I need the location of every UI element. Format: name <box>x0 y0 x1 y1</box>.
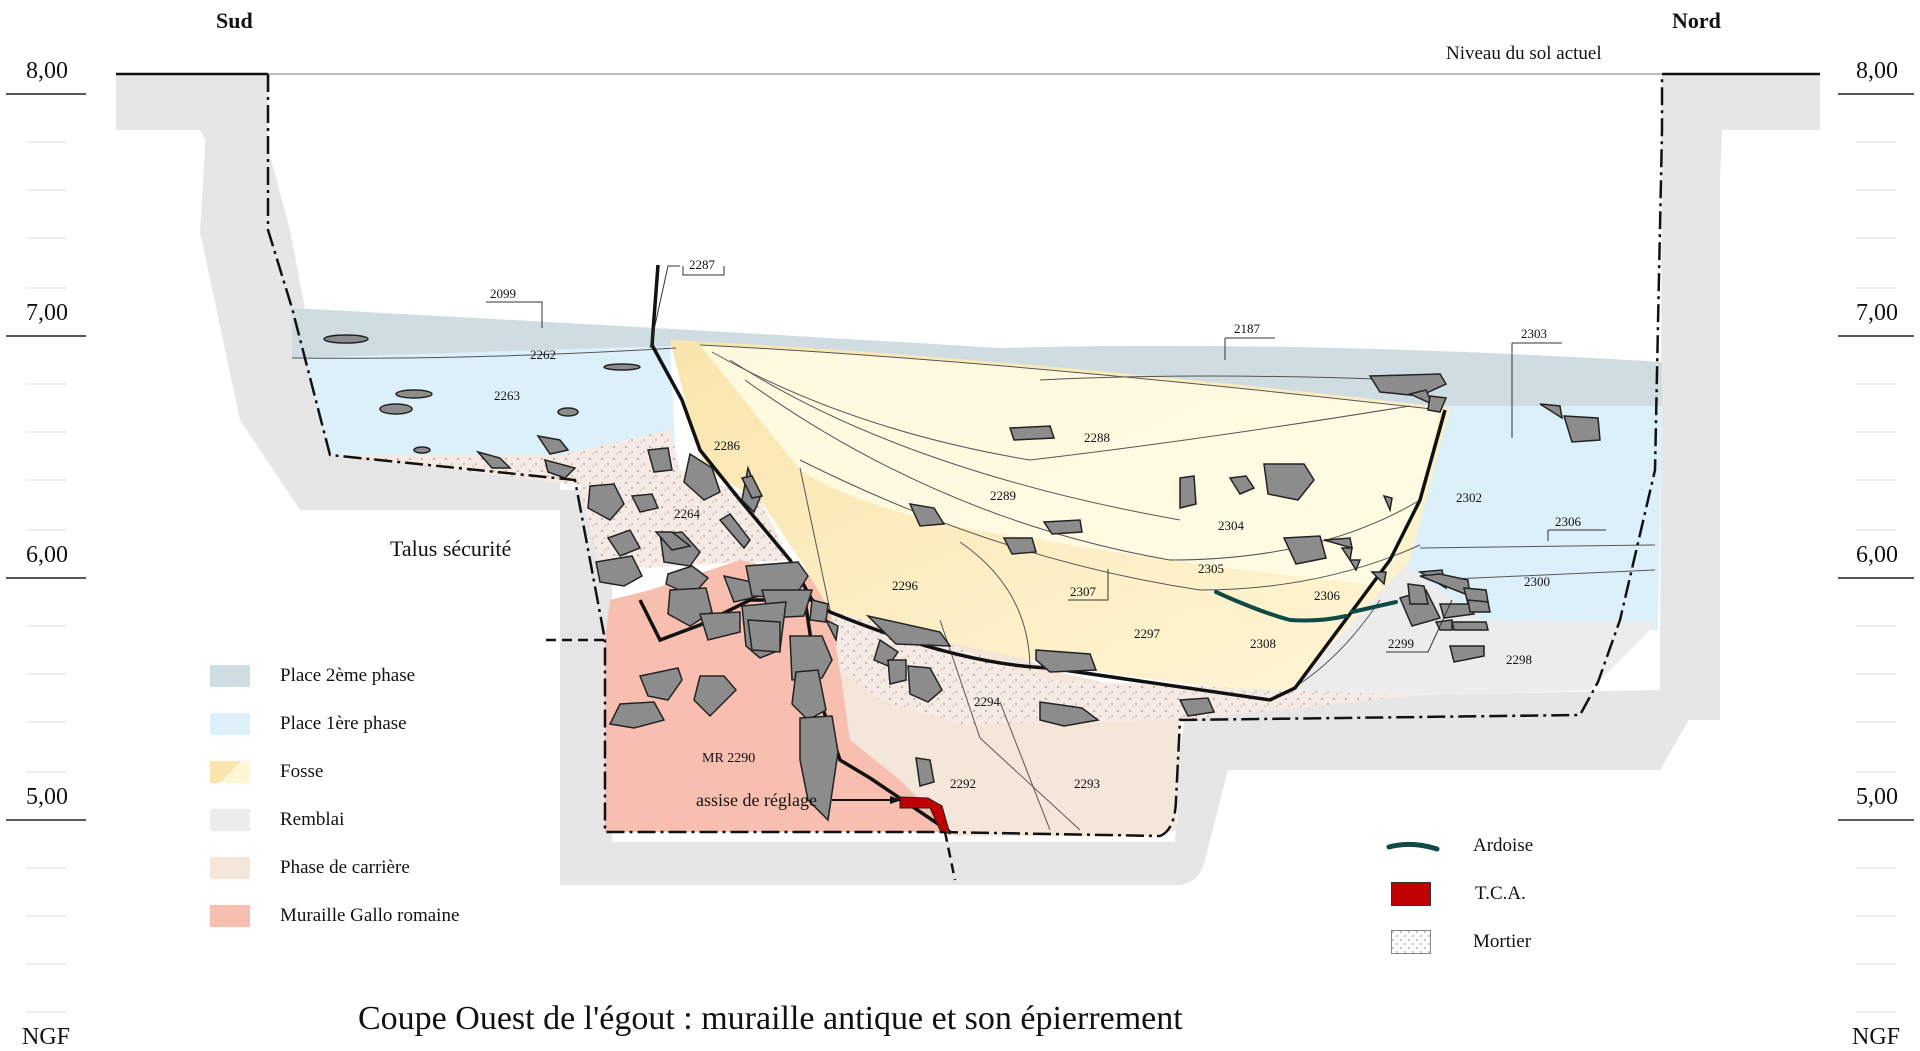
us-label: 2302 <box>1456 490 1482 505</box>
us-label: 2308 <box>1250 636 1276 651</box>
us-label: 2099 <box>490 286 516 301</box>
strata-lines <box>291 344 1656 831</box>
scale-right-7: 7,00 <box>1856 300 1898 326</box>
scale-left-7: 7,00 <box>26 300 68 326</box>
legend-swatch <box>210 761 250 783</box>
us-label: assise de réglage <box>696 790 817 810</box>
ardoise-streaks <box>1214 590 1398 623</box>
legend-item: Ardoise <box>1385 822 1533 870</box>
page-title: Coupe Ouest de l'égout : muraille antiqu… <box>358 1000 1183 1037</box>
us-label: 2307 <box>1070 584 1097 599</box>
legend-label: Ardoise <box>1473 835 1534 856</box>
layer-place2 <box>292 308 1662 409</box>
tca-block <box>899 796 951 835</box>
us-label: 2294 <box>974 694 1001 709</box>
niveau-label: Niveau du sol actuel <box>1446 43 1602 64</box>
scale-left-ngf: NGF <box>22 1024 71 1050</box>
talus-label: Talus sécurité <box>390 536 512 561</box>
us-label: 2303 <box>1521 326 1547 341</box>
orientation-nord: Nord <box>1672 8 1721 33</box>
us-label: 2296 <box>892 578 919 593</box>
scale-left-6: 6,00 <box>26 542 68 568</box>
legend-swatch <box>210 857 250 879</box>
us-label: 2287 <box>689 257 716 272</box>
orientation-sud: Sud <box>216 8 253 33</box>
us-label: 2292 <box>950 776 976 791</box>
legend-label: Fosse <box>280 761 324 782</box>
leader-lines <box>486 265 1606 653</box>
legend-label: Remblai <box>280 809 345 830</box>
us-label: 2288 <box>1084 430 1110 445</box>
legend-label: T.C.A. <box>1475 883 1526 904</box>
us-label: 2289 <box>990 488 1016 503</box>
layer-carriere-mortier <box>830 610 1420 724</box>
us-label: 2300 <box>1524 574 1550 589</box>
us-labels: 2099 2287 2187 2303 2262 2263 2286 2264 … <box>490 257 1582 810</box>
legend-swatch <box>210 809 250 831</box>
us-label: 2305 <box>1198 561 1224 576</box>
legend-symbols: Ardoise T.C.A. Mortier <box>1385 822 1533 966</box>
tca-icon <box>1391 882 1431 906</box>
legend-label: Mortier <box>1473 931 1532 952</box>
scale-left-5: 5,00 <box>26 784 68 810</box>
legend-item: Fosse <box>210 748 459 796</box>
us-label: 2263 <box>494 388 520 403</box>
us-label: 2297 <box>1134 626 1161 641</box>
legend-item: Mortier <box>1385 918 1533 966</box>
scale-right-6: 6,00 <box>1856 542 1898 568</box>
us-label: 2299 <box>1388 636 1414 651</box>
stones <box>323 334 1601 822</box>
us-label: MR 2290 <box>702 751 755 766</box>
legend-item: Place 1ère phase <box>210 700 459 748</box>
scale-bars <box>6 93 1914 821</box>
us-label: 2187 <box>1234 321 1261 336</box>
us-label: 2304 <box>1218 518 1245 533</box>
scale-right-ngf: NGF <box>1852 1024 1901 1050</box>
legend-item: Muraille Gallo romaine <box>210 892 459 940</box>
legend-item: Place 2ème phase <box>210 652 459 700</box>
legend-label: Place 2ème phase <box>280 665 416 686</box>
legend-label: Place 1ère phase <box>280 713 407 734</box>
us-label: 2293 <box>1074 776 1100 791</box>
layer-fosse-light <box>700 345 1440 585</box>
us-label: 2286 <box>714 438 741 453</box>
layer-place1-right <box>1400 406 1662 630</box>
legend-label: Muraille Gallo romaine <box>280 905 460 926</box>
mortier-icon <box>1391 930 1431 954</box>
legend-swatch <box>210 713 250 735</box>
us-label: 2306 <box>1555 514 1582 529</box>
excavation-outline <box>116 72 1820 881</box>
ardoise-icon <box>1386 841 1440 852</box>
scale-left-8: 8,00 <box>26 58 68 84</box>
legend-swatch <box>210 665 250 687</box>
scale-minor-ticks <box>26 141 1896 1013</box>
legend-item: Remblai <box>210 796 459 844</box>
us-label: 2298 <box>1506 652 1532 667</box>
us-label: 2264 <box>674 506 701 521</box>
legend: Place 2ème phase Place 1ère phase Fosse … <box>210 652 459 940</box>
legend-swatch <box>210 905 250 927</box>
legend-item: Phase de carrière <box>210 844 459 892</box>
us-label: 2306 <box>1314 588 1341 603</box>
scale-right-5: 5,00 <box>1856 784 1898 810</box>
us-label: 2262 <box>530 347 556 362</box>
scale-right-8: 8,00 <box>1856 58 1898 84</box>
legend-label: Phase de carrière <box>280 857 410 878</box>
legend-item: T.C.A. <box>1385 870 1533 918</box>
